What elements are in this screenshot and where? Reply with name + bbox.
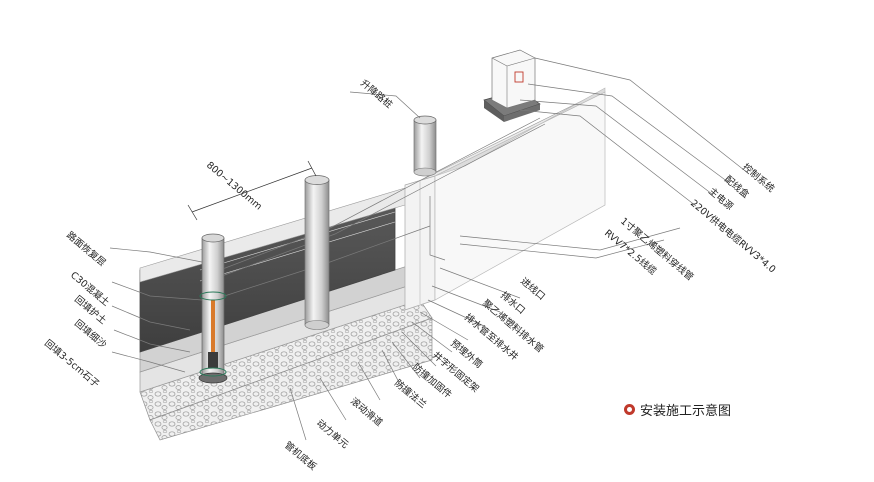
label-slide-rail: 滚动滑道	[348, 395, 385, 429]
label-backfill-gravel: 回填3-5cm石子	[42, 337, 102, 390]
left-leaders	[109, 247, 203, 373]
dimension-marker: 800~1300mm	[187, 160, 317, 221]
bollard-middle	[304, 175, 330, 330]
label-power-unit: 动力单元	[314, 417, 351, 451]
pit-outline	[404, 87, 606, 311]
caption-text: 安装施工示意图	[640, 404, 732, 419]
label-road-restore: 路面恢复层	[64, 229, 108, 269]
diagram-caption: 安装施工示意图	[624, 400, 731, 419]
right-leaders-lower	[289, 267, 521, 441]
top-leader	[349, 91, 421, 119]
right-leaders-upper	[459, 57, 745, 259]
label-base-plate: 管机底板	[282, 439, 319, 473]
left-labels: 路面恢复层 C30混凝土 回填护土 回填细沙 回填3-5cm石子	[42, 229, 112, 390]
label-flange: 防撞法兰	[392, 377, 429, 411]
bollard-back	[413, 115, 437, 177]
label-bollard: 升降路桩	[358, 77, 395, 111]
control-cabinet	[483, 49, 541, 122]
bullet-icon	[624, 404, 635, 415]
label-cable-inlet: 进线口	[518, 275, 548, 303]
bollard-front	[198, 233, 228, 384]
conduit-lines	[211, 117, 546, 301]
label-power-cable: 220V供电电缆RVV3*4.0	[688, 197, 778, 275]
